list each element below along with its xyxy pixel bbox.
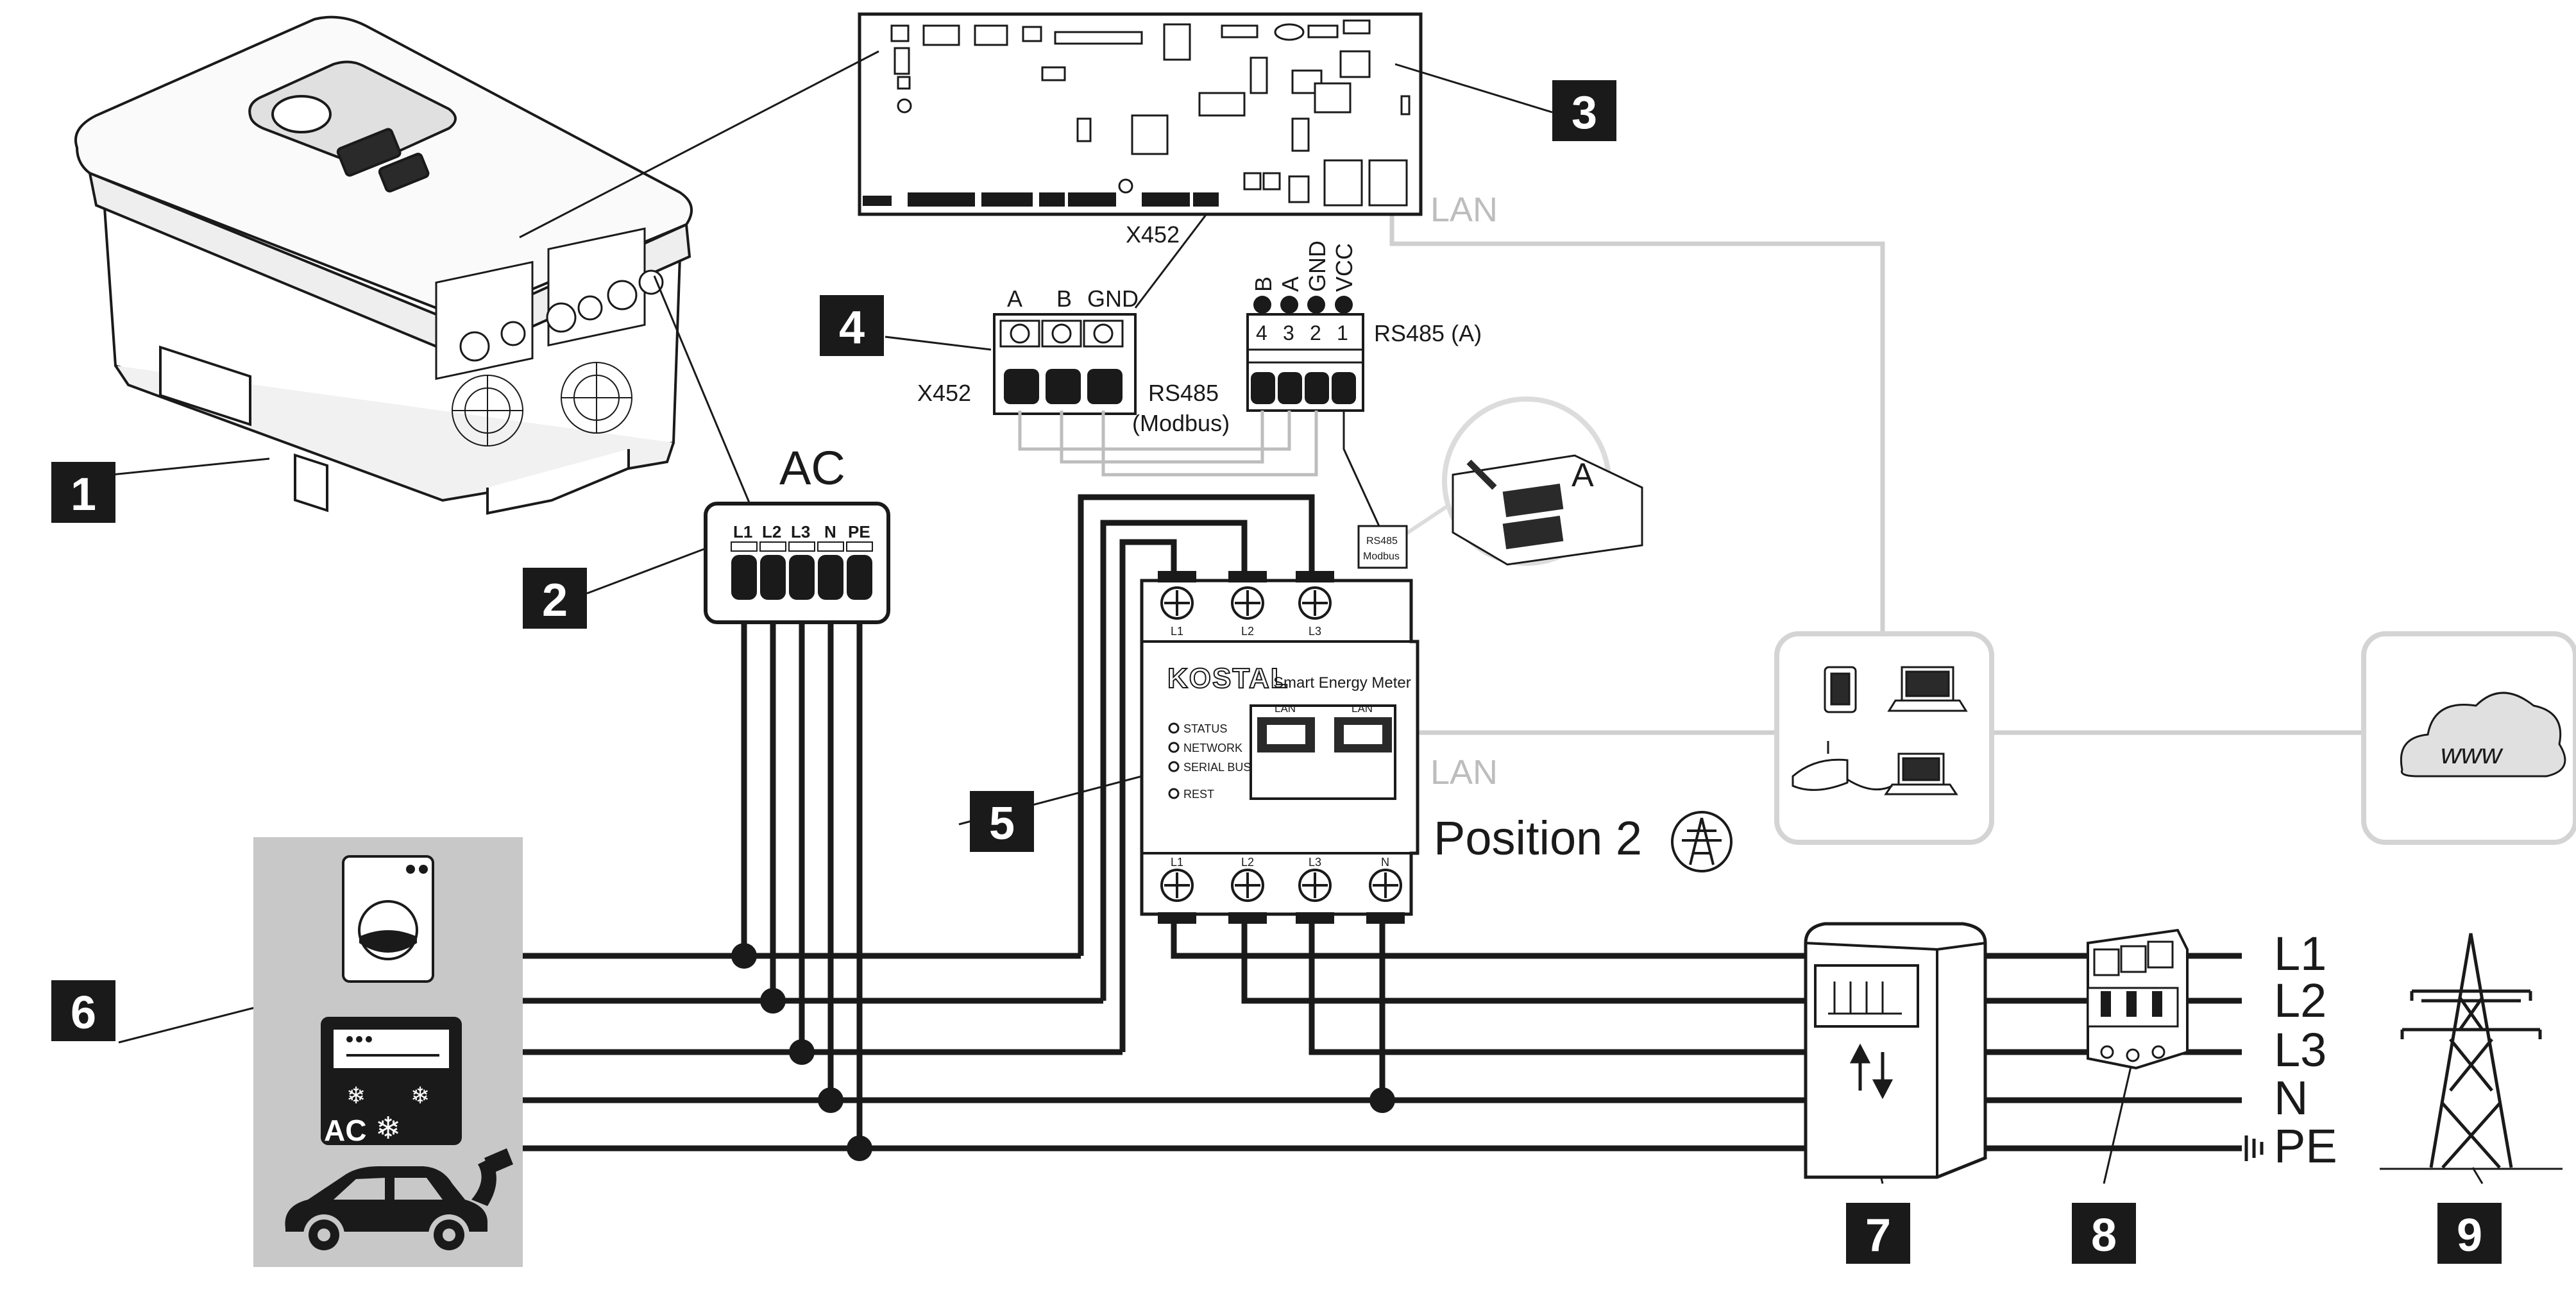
rs485-tag-line1: RS485: [1366, 536, 1398, 547]
electric-car-icon: [285, 1148, 513, 1255]
badge-6: 6: [71, 987, 96, 1039]
grid-label-n: N: [2274, 1071, 2308, 1125]
lan-cable-inverter: [1389, 192, 1885, 635]
meter-top-l1: L1: [1171, 625, 1183, 638]
x452-pin-b: B: [1056, 285, 1072, 312]
inverter: [74, 15, 693, 515]
badge-8: 8: [2091, 1210, 2117, 1261]
network-devices-box: [1774, 631, 1994, 845]
consumers-panel: ❄ ❄ ❄ AC: [253, 837, 523, 1267]
washing-machine-icon: [342, 855, 434, 983]
led-label-network: NETWORK: [1183, 742, 1242, 754]
badge-1: 1: [71, 469, 96, 520]
air-conditioner-icon: ❄ ❄ ❄ AC: [321, 1017, 462, 1147]
ac-box-title: AC: [779, 441, 845, 495]
grid-label-l1: L1: [2274, 927, 2326, 980]
svg-text:❄: ❄: [346, 1082, 366, 1109]
svg-text:❄: ❄: [375, 1112, 401, 1146]
led-label-rest: REST: [1183, 788, 1214, 801]
ac-terminal-n: N: [824, 522, 836, 541]
grid-meter: [1804, 922, 1987, 1179]
meter-top-l2: L2: [1241, 625, 1254, 638]
control-board: [858, 12, 1423, 216]
ac-terminal-l1: L1: [733, 522, 752, 541]
cloud-www-label: www: [2441, 738, 2504, 770]
zoom-label-a: A: [1572, 457, 1594, 494]
badge-4: 4: [839, 302, 865, 353]
grid-label-l3: L3: [2274, 1023, 2326, 1076]
badge-7: 7: [1865, 1210, 1891, 1261]
pylon-icon: [1671, 811, 1733, 872]
consumer-ac-label: AC: [324, 1114, 366, 1147]
badge-3: 3: [1572, 87, 1597, 139]
rs485-pin-a: A: [1277, 276, 1303, 292]
rs485-pin-b: B: [1250, 276, 1276, 292]
rs485-pin-gnd: GND: [1304, 241, 1330, 292]
x452-pin-a: A: [1007, 285, 1022, 312]
meter-bottom-l2: L2: [1241, 856, 1254, 869]
lan-cables: [1379, 192, 2364, 735]
x452-connector: A B GND X452 X452 RS485 (Modbus): [917, 221, 1230, 436]
zoom-detail: A: [1397, 396, 1643, 566]
ac-terminal-l3: L3: [791, 522, 810, 541]
rs485-num-4: 4: [1256, 321, 1267, 344]
cloud-icon: [2400, 692, 2566, 778]
power-pylon: [2380, 933, 2563, 1170]
grid-label-l2: L2: [2274, 974, 2326, 1027]
meter-bottom-n: N: [1381, 856, 1389, 869]
rs485-connector: B A GND VCC 4 3 2 1 RS485 (A): [1246, 241, 1482, 412]
circuit-breaker: [2087, 928, 2189, 1070]
led-label-status: STATUS: [1183, 722, 1227, 735]
ac-terminal-box: AC L1 L2 L3 N PE: [704, 441, 890, 624]
x452-side-label: X452: [917, 380, 971, 406]
led-label-serial-bus: SERIAL BUS: [1183, 761, 1251, 774]
meter-bottom-l3: L3: [1309, 856, 1321, 869]
badge-5: 5: [989, 798, 1015, 849]
meter-brand-logo: KOSTAL: [1167, 663, 1289, 694]
meter-top-l3: L3: [1309, 625, 1321, 638]
meter-status-leds: [1168, 722, 1180, 799]
badge-2: 2: [542, 575, 568, 626]
meter-lan-port-2-label: LAN: [1352, 702, 1373, 715]
rs485-pin-vcc: VCC: [1331, 243, 1357, 292]
meter-bottom-l1: L1: [1171, 856, 1183, 869]
x452-protocol-sub: (Modbus): [1132, 410, 1230, 436]
rs485-tag-line2: Modbus: [1363, 551, 1400, 562]
rs485-label: RS485 (A): [1374, 320, 1482, 346]
x452-protocol-label: RS485: [1148, 380, 1219, 406]
rs485-num-1: 1: [1337, 321, 1348, 344]
meter-position-label: Position 2: [1434, 812, 1642, 865]
router-icon: [1792, 758, 1849, 791]
meter-product-name: Smart Energy Meter: [1273, 674, 1411, 692]
number-badges: 1 2 3 4 5 6 7 8 9: [51, 80, 2502, 1264]
internet-cloud-box: www: [2361, 631, 2576, 845]
rs485-wires: [1018, 411, 1318, 477]
x452-header-label: X452: [1126, 221, 1180, 248]
ac-terminal-l2: L2: [762, 522, 781, 541]
junction-dots: [731, 943, 1395, 1161]
smart-energy-meter: L1 L2 L3 L1 L2 L3 N KOSTAL Smart Energy …: [1140, 571, 1419, 924]
lan-label-top: LAN: [1430, 191, 1498, 229]
ground-symbol: [2244, 1135, 2264, 1161]
x452-pin-gnd: GND: [1087, 285, 1139, 312]
rs485-num-3: 3: [1283, 321, 1294, 344]
meter-rs485-port: RS485 Modbus: [1343, 411, 1408, 569]
rs485-num-2: 2: [1310, 321, 1321, 344]
meter-lan-port-1-label: LAN: [1275, 702, 1296, 715]
svg-text:❄: ❄: [411, 1082, 430, 1109]
badge-9: 9: [2457, 1210, 2482, 1261]
lan-label-meter: LAN: [1430, 753, 1498, 792]
grid-label-pe: PE: [2274, 1119, 2337, 1173]
ac-terminal-pe: PE: [848, 522, 870, 541]
